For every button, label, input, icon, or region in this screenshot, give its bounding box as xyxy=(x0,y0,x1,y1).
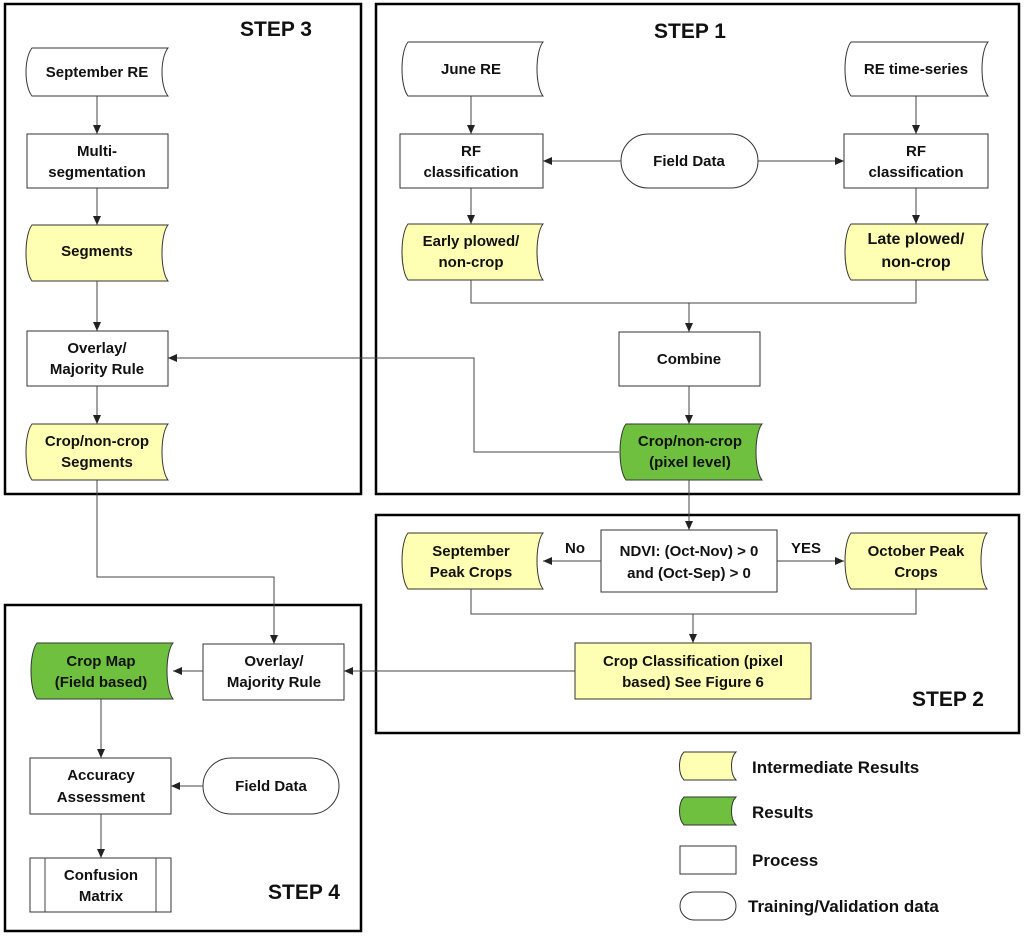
overlay-2-label-2: Majority Rule xyxy=(227,674,321,691)
re-timeseries-label: RE time-series xyxy=(864,61,968,78)
october-peak-label-2: Crops xyxy=(894,564,937,581)
no-label: No xyxy=(565,540,585,557)
re-timeseries-data-node xyxy=(844,41,990,97)
october-peak-crops-result xyxy=(844,532,989,590)
september-re-data-node xyxy=(25,47,170,97)
early-plowed-result xyxy=(401,223,545,281)
step4-frame xyxy=(3,603,363,933)
crop-noncrop-pixel-result xyxy=(619,423,764,481)
late-plowed-label-1: Late plowed/ xyxy=(868,231,965,248)
crop-classification-label-2: based) See Figure 6 xyxy=(622,674,764,691)
multi-segmentation-label-1: Multi- xyxy=(77,143,117,160)
multi-segmentation-label-2: segmentation xyxy=(48,164,146,181)
june-re-data-node xyxy=(401,41,545,97)
crop-noncrop-segments-label-1: Crop/non-crop xyxy=(45,433,149,450)
rf-classification-1-label-1: RF xyxy=(461,143,481,160)
late-plowed-label-2: non-crop xyxy=(881,254,951,271)
legend-intermediate-swatch xyxy=(679,751,738,781)
rf-classification-2-label-1: RF xyxy=(906,143,926,160)
crop-noncrop-pixel-label-1: Crop/non-crop xyxy=(638,433,742,450)
september-peak-crops-result xyxy=(401,532,545,590)
crop-classification-result xyxy=(574,642,812,700)
step3-title: STEP 3 xyxy=(240,18,312,41)
step1-frame xyxy=(374,2,1021,496)
multi-segmentation-process xyxy=(26,133,169,189)
confusion-label-1: Confusion xyxy=(64,867,138,884)
crop-noncrop-segments-label-2: Segments xyxy=(61,454,133,471)
september-peak-label-2: Peak Crops xyxy=(430,564,513,581)
combine-label: Combine xyxy=(657,351,721,368)
rf-classification-2-label-2: classification xyxy=(868,164,963,181)
step3-frame xyxy=(3,2,363,496)
ndvi-decision-process xyxy=(600,529,778,593)
step2-frame xyxy=(374,513,1021,735)
ndvi-label-1: NDVI: (Oct-Nov) > 0 xyxy=(620,543,759,560)
segments-label: Segments xyxy=(61,243,133,260)
legend-training-swatch xyxy=(679,891,737,921)
confusion-label-2: Matrix xyxy=(79,888,124,905)
field-data-1-label: Field Data xyxy=(653,153,725,170)
june-re-label: June RE xyxy=(441,61,501,78)
legend-process-label: Process xyxy=(752,851,818,870)
overlay-majority-process-1 xyxy=(26,330,169,387)
legend-intermediate-label: Intermediate Results xyxy=(752,758,919,777)
october-peak-label-1: October Peak xyxy=(868,543,965,560)
legend-process-swatch xyxy=(679,845,737,875)
overlay-1-label-2: Majority Rule xyxy=(50,361,144,378)
rf-classification-process-2 xyxy=(843,133,989,189)
late-plowed-result xyxy=(844,223,990,281)
yes-label: YES xyxy=(791,540,821,557)
step2-title: STEP 2 xyxy=(912,688,984,711)
rf-classification-process-1 xyxy=(399,133,544,189)
accuracy-assessment-process xyxy=(29,757,172,815)
september-peak-label-1: September xyxy=(432,543,510,560)
early-plowed-label-1: Early plowed/ xyxy=(423,233,521,250)
overlay-majority-process-2 xyxy=(202,643,345,701)
field-data-2-label: Field Data xyxy=(235,778,307,795)
segments-result xyxy=(25,224,170,282)
crop-map-label-2: (Field based) xyxy=(55,674,148,691)
rf-classification-1-label-2: classification xyxy=(423,164,518,181)
early-plowed-label-2: non-crop xyxy=(439,254,504,271)
crop-map-result xyxy=(30,642,175,700)
combine-process xyxy=(618,331,761,387)
step1-title: STEP 1 xyxy=(654,20,726,43)
overlay-2-label-1: Overlay/ xyxy=(244,653,304,670)
legend-training-label: Training/Validation data xyxy=(748,897,939,916)
ndvi-label-2: and (Oct-Sep) > 0 xyxy=(627,565,751,582)
crop-map-label-1: Crop Map xyxy=(66,653,135,670)
step4-title: STEP 4 xyxy=(268,881,340,904)
crop-noncrop-pixel-label-2: (pixel level) xyxy=(649,454,731,471)
legend-results-label: Results xyxy=(752,803,813,822)
september-re-label: September RE xyxy=(46,64,149,81)
confusion-matrix-process xyxy=(29,857,172,913)
overlay-1-label-1: Overlay/ xyxy=(67,340,127,357)
accuracy-label-1: Accuracy xyxy=(67,767,135,784)
crop-classification-label-1: Crop Classification (pixel xyxy=(603,653,783,670)
accuracy-label-2: Assessment xyxy=(57,789,145,806)
crop-noncrop-segments-result xyxy=(25,423,170,481)
legend-results-swatch xyxy=(679,796,738,826)
